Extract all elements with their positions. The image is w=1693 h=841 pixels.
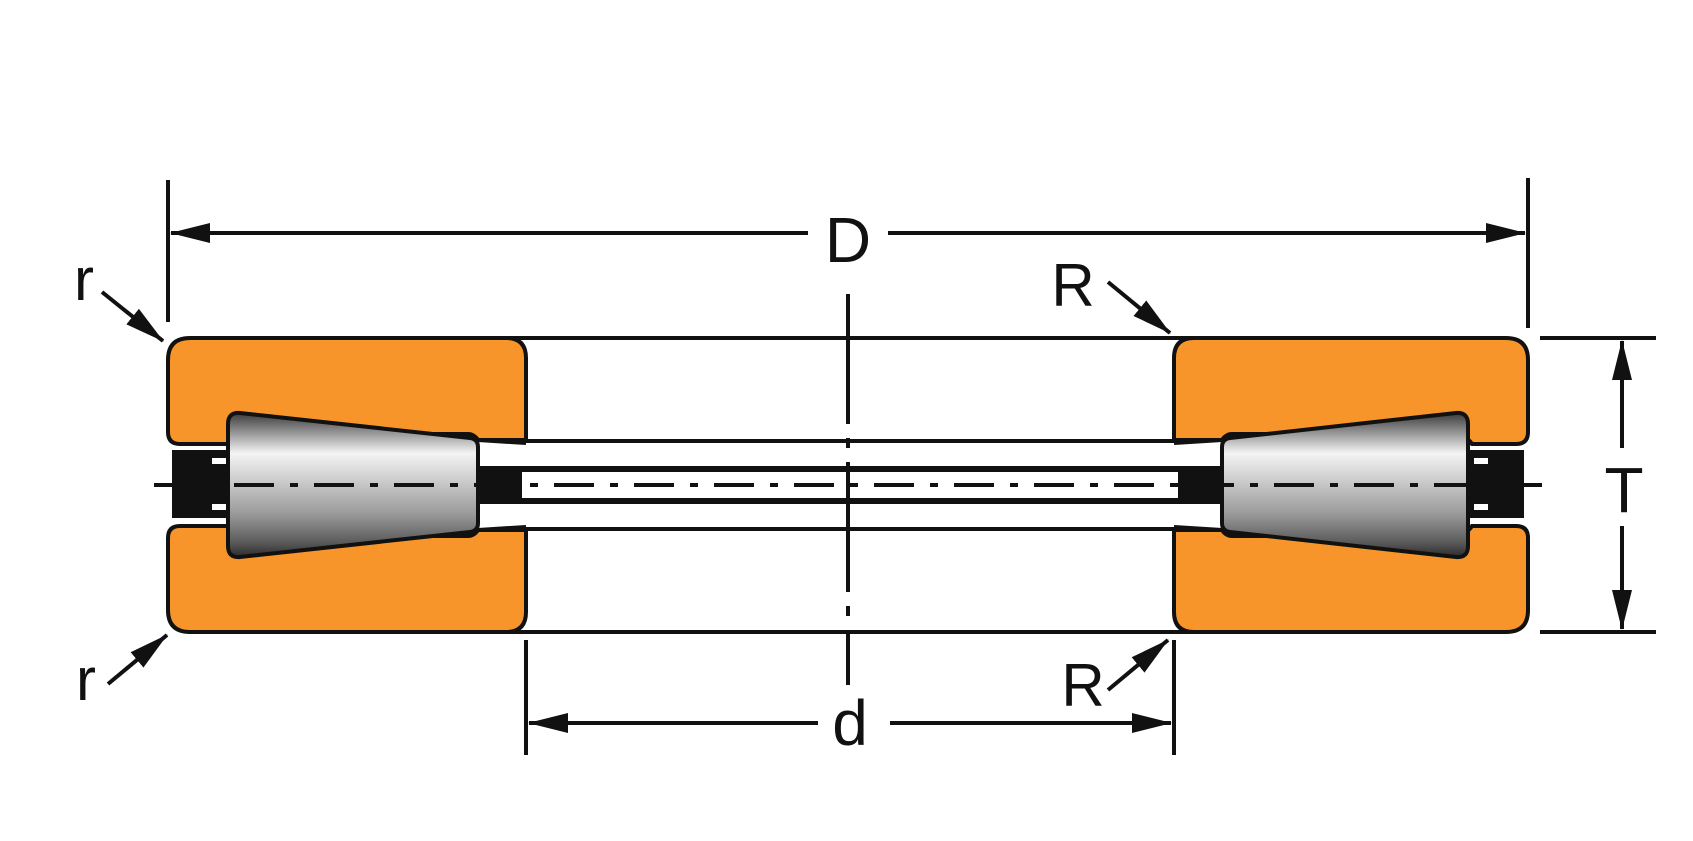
label-outer-fillet-bottom: r: [76, 646, 96, 713]
cage-slot-right-bottom: [1474, 504, 1488, 510]
label-inner-fillet-bottom: R: [1061, 652, 1104, 719]
label-outer-diameter: D: [825, 204, 871, 276]
taper-line-bottom-left: [477, 525, 527, 532]
roller-right: [1220, 410, 1470, 560]
cage-slot-right-top: [1474, 458, 1488, 464]
label-inner-fillet-top: R: [1051, 252, 1094, 319]
taper-line-bottom-right: [1173, 525, 1223, 532]
leader-R-bottom: [1106, 638, 1170, 692]
cage-slot-left-top: [212, 458, 226, 464]
center-lines: [154, 294, 1542, 685]
label-bore: d: [832, 687, 868, 759]
label-outer-fillet-top: r: [74, 246, 94, 313]
taper-line-top-left: [477, 438, 527, 445]
leader-r-bottom: [106, 633, 169, 686]
leader-r-top: [100, 290, 165, 343]
taper-line-top-right: [1173, 438, 1223, 445]
cage-slot-left-bottom: [212, 504, 226, 510]
leader-R-top: [1106, 280, 1172, 335]
extension-lines: [166, 178, 1656, 755]
label-width: T: [1604, 454, 1643, 526]
fillet-leaders: [100, 280, 1172, 692]
